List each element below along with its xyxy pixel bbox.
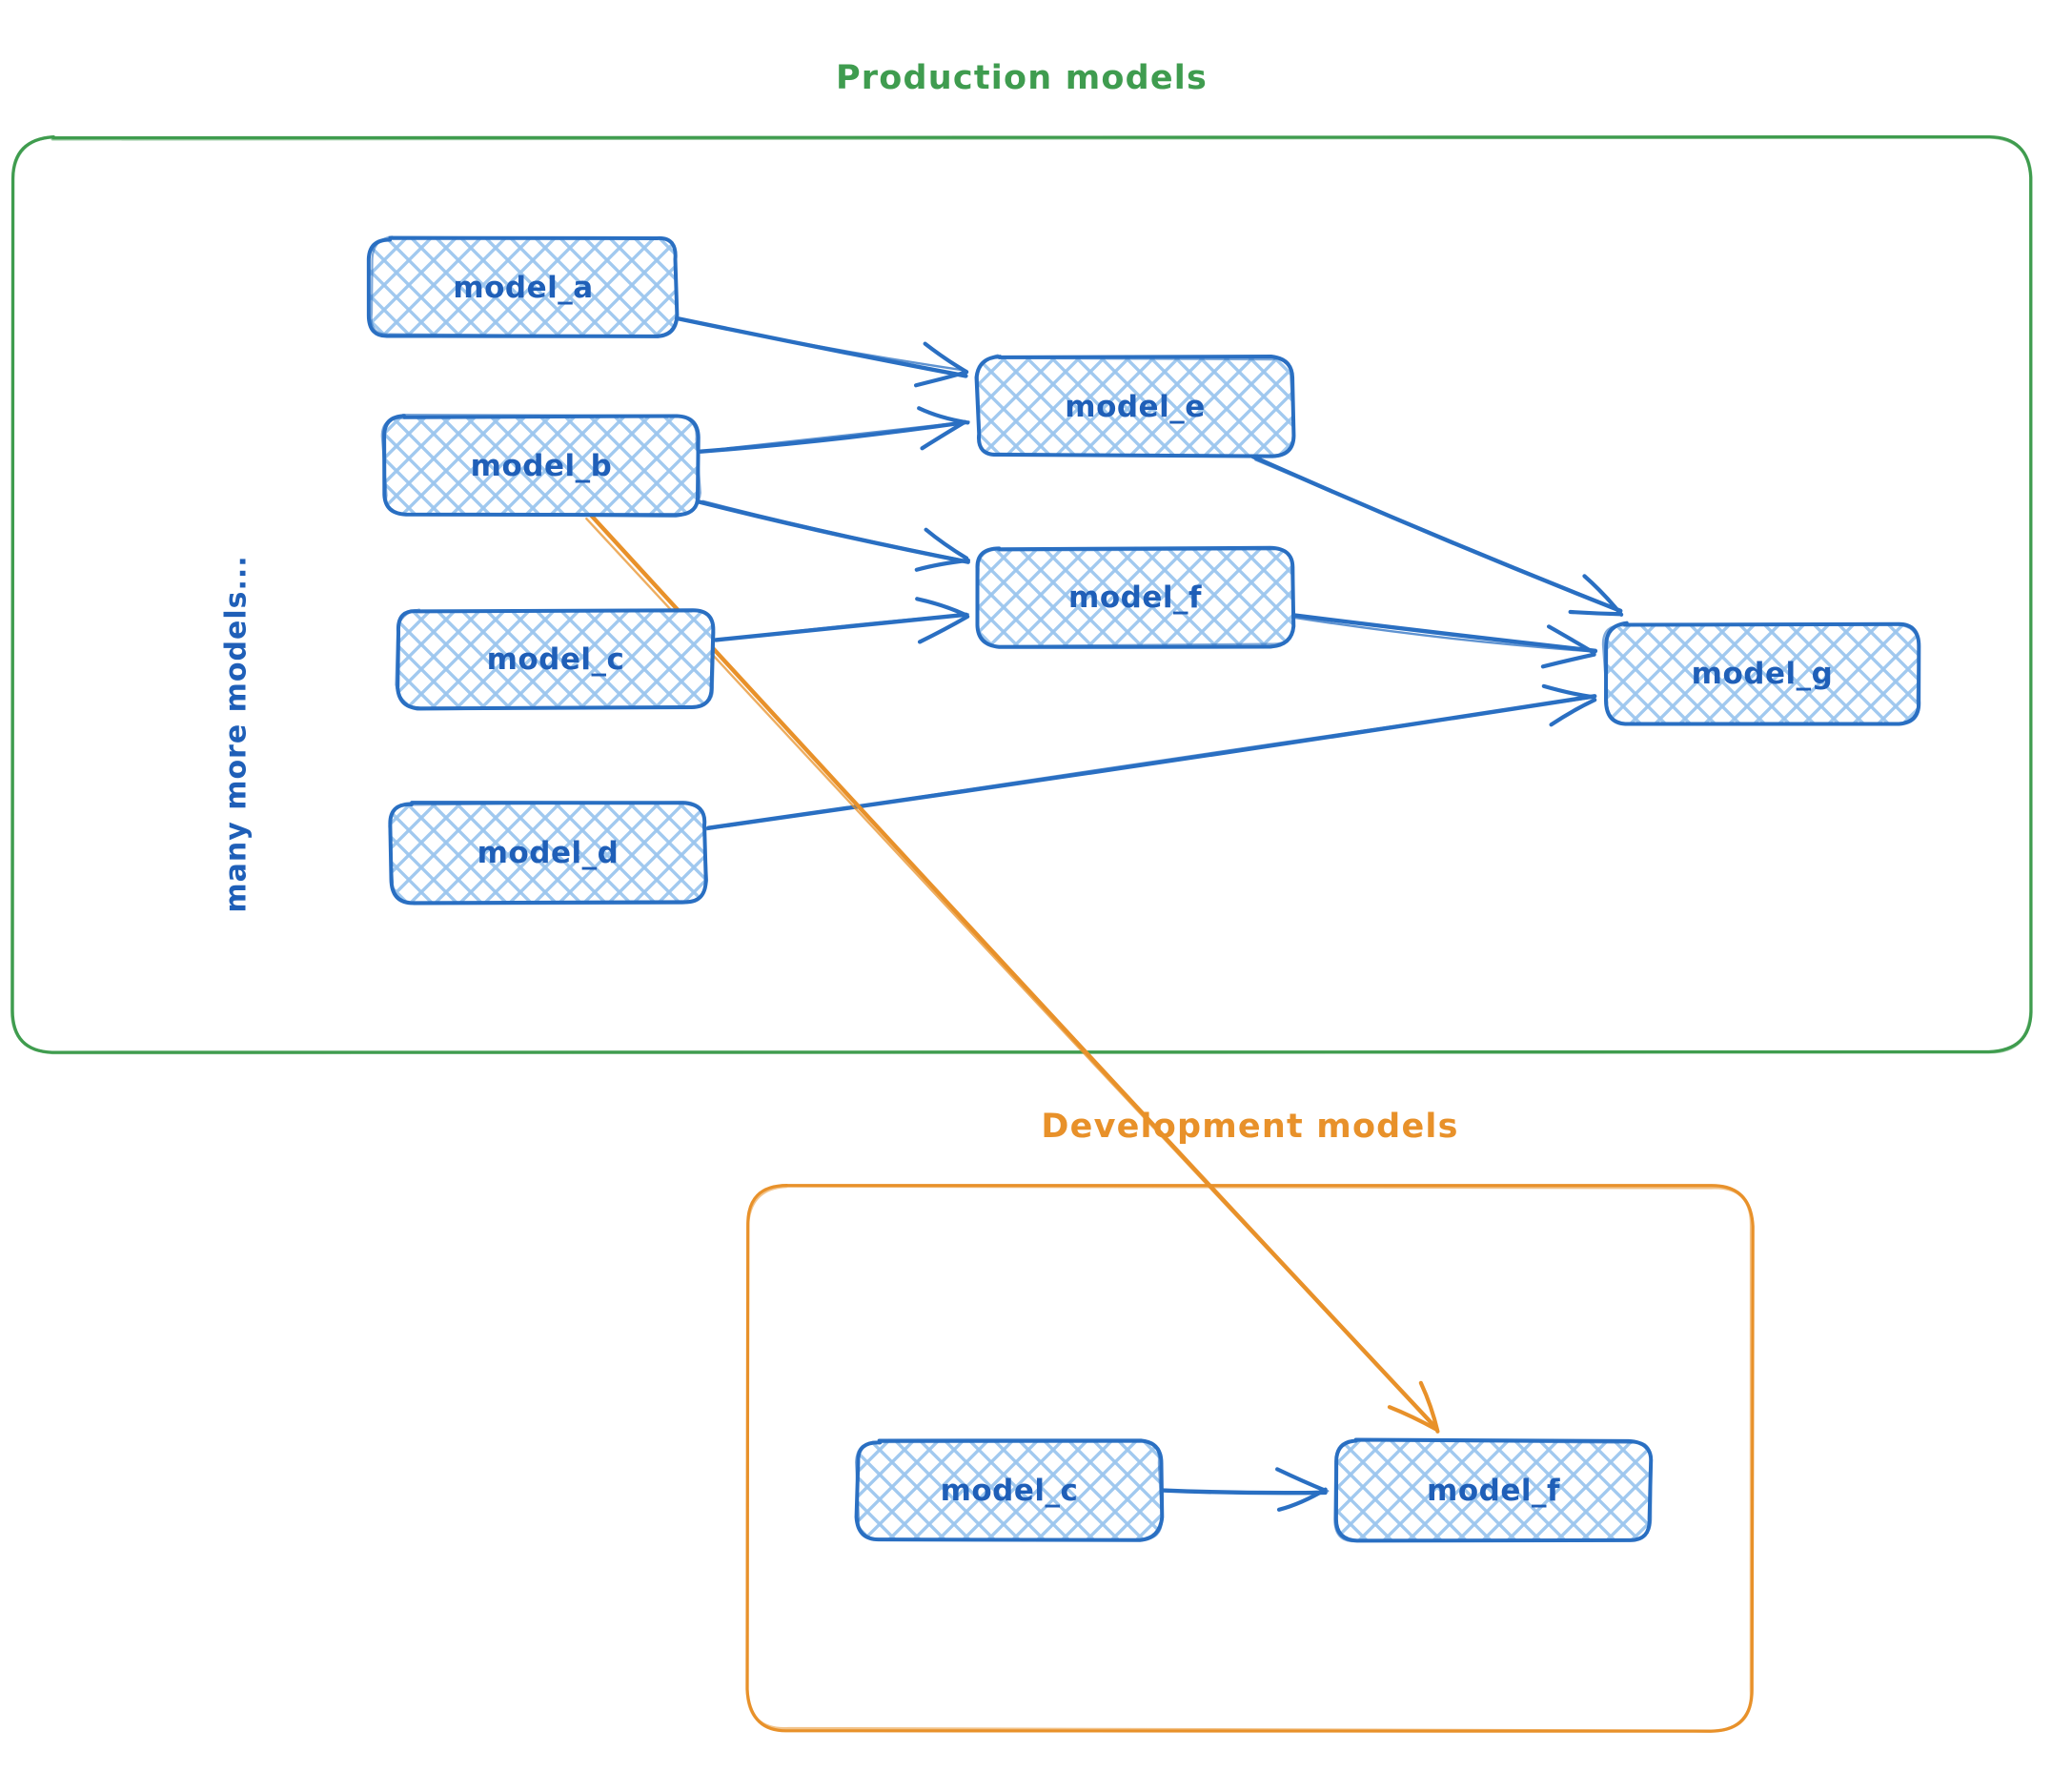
edge-d-g [704, 683, 1597, 831]
edge-e-g [1250, 454, 1624, 617]
edge-b-f [696, 499, 970, 572]
many-more-models: many more models... [219, 555, 254, 913]
node-label-dev-model-c: model_c [940, 1473, 1079, 1508]
group-label-production: Production models [835, 59, 1209, 97]
edge-devc-devf [1160, 1467, 1330, 1512]
node-label-dev-model-f: model_f [1427, 1473, 1560, 1508]
node-label-prod-model-e: model_e [1065, 389, 1206, 424]
node-label-prod-model-b: model_b [470, 448, 613, 483]
edge-b-e [698, 406, 970, 454]
group-label-development: Development models [1041, 1108, 1459, 1146]
node-label-prod-model-a: model_a [453, 270, 594, 305]
edge-b-devf [585, 513, 1440, 1434]
node-label-prod-model-g: model_g [1691, 656, 1834, 691]
node-label-prod-model-c: model_c [486, 641, 625, 677]
node-label-prod-model-f: model_f [1068, 580, 1202, 615]
edge-a-e [674, 316, 969, 388]
edge-c-f [713, 597, 970, 644]
edge-f-g [1290, 613, 1598, 669]
node-label-prod-model-d: model_d [477, 835, 620, 870]
